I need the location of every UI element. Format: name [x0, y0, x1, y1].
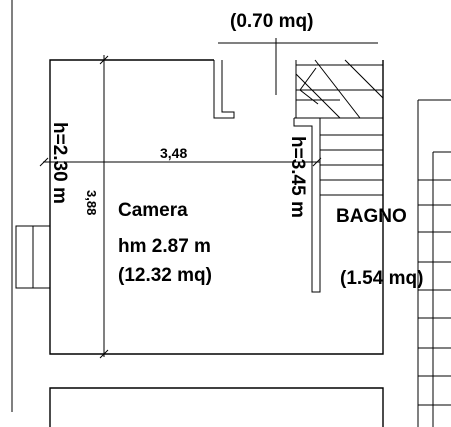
room-name-label: Camera	[118, 200, 188, 221]
dim-length-label: 3,88	[84, 190, 99, 215]
dim-width-label: 3,48	[160, 145, 187, 161]
right-structure	[417, 99, 451, 427]
bathroom-partition	[293, 117, 321, 293]
bottom-room-outline	[49, 387, 384, 427]
room-area-label: (12.32 mq)	[118, 265, 212, 286]
staircase	[295, 59, 384, 196]
left-window	[15, 225, 50, 289]
bath-area-label: (1.54 mq)	[340, 268, 423, 289]
height-right-label: h=3.45 m	[287, 136, 308, 218]
height-left-label: h=2.30 m	[49, 122, 70, 204]
bath-name-label: BAGNO	[336, 206, 407, 227]
top-partition	[213, 60, 235, 119]
room-height-label: hm 2.87 m	[118, 236, 211, 257]
top-area-label: (0.70 mq)	[230, 11, 313, 32]
